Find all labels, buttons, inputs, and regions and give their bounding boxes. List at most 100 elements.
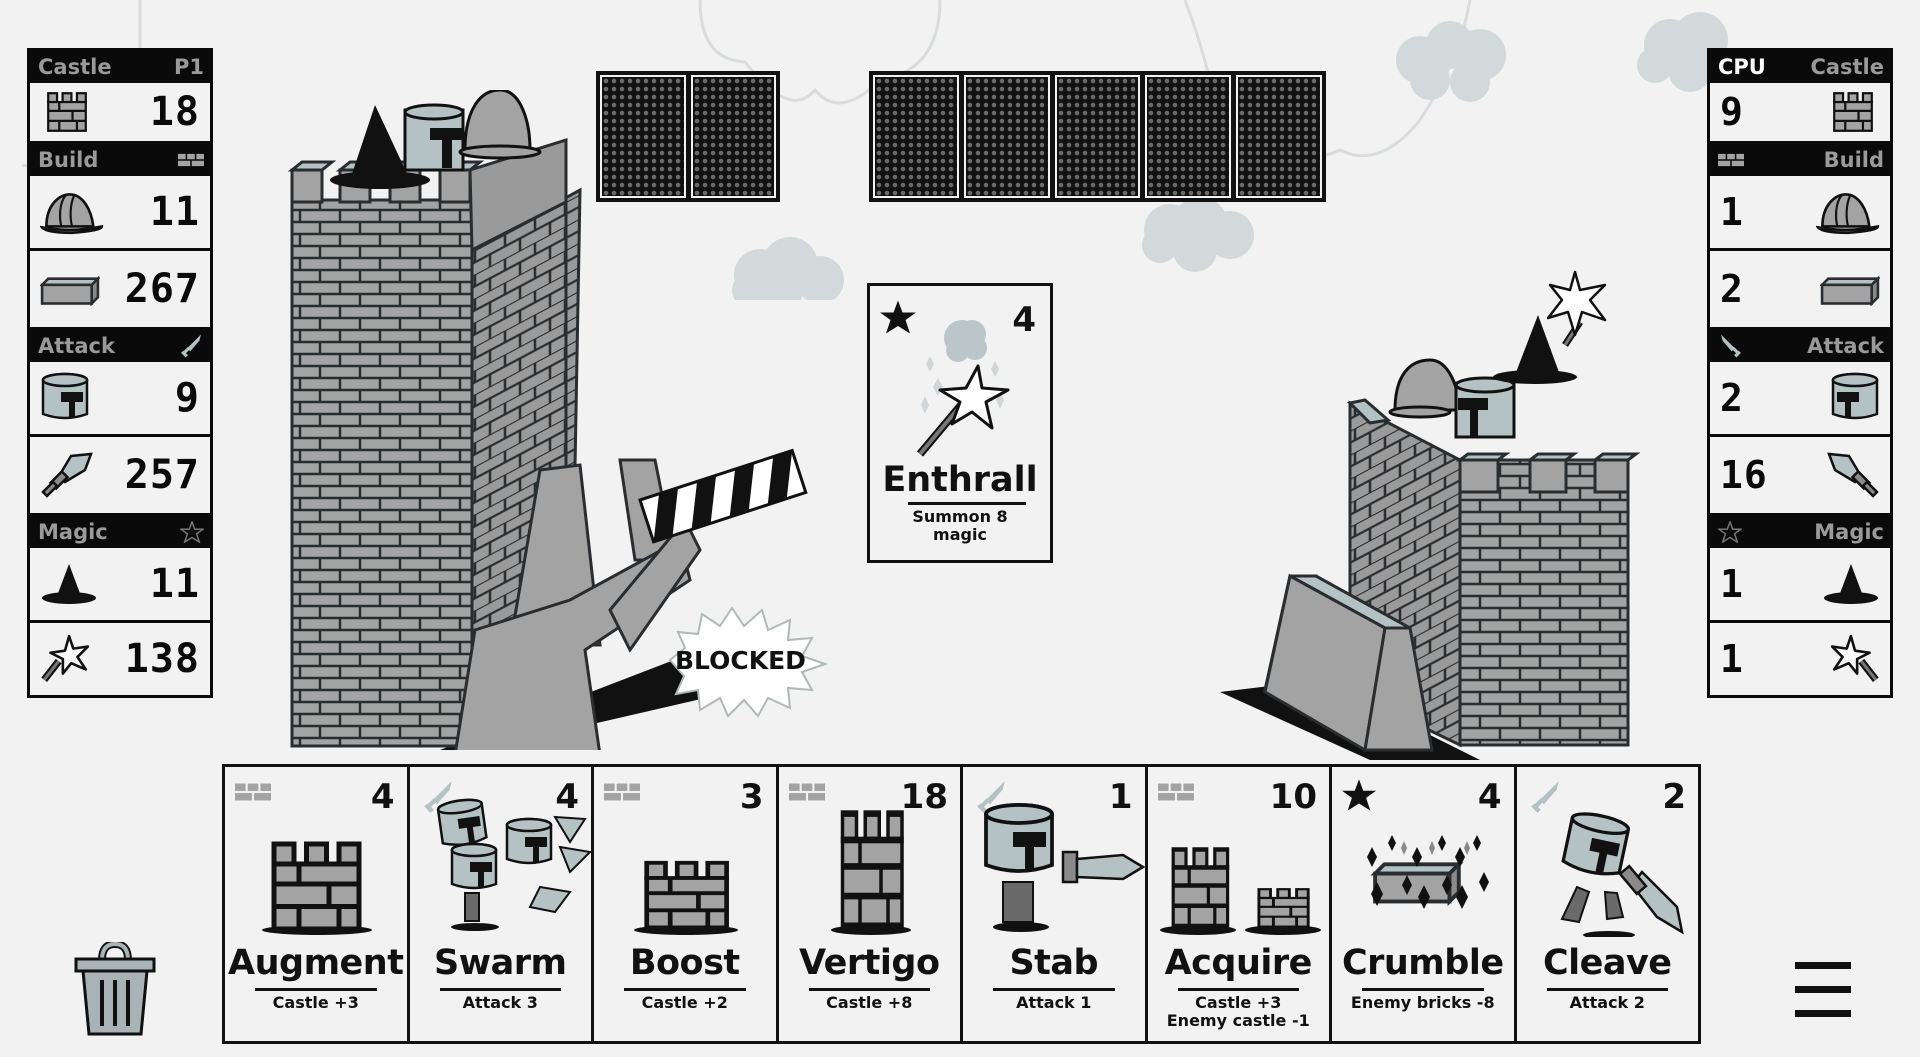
cpu-castle-row: 9 xyxy=(1710,83,1890,141)
bricks-icon xyxy=(1718,153,1744,167)
cloud-decoration xyxy=(21,0,1728,300)
cpu-castle-header: CPU Castle xyxy=(1710,51,1890,83)
card-divider xyxy=(624,988,746,991)
knight-stab-icon xyxy=(984,803,1146,932)
cpu-mages-row: 1 xyxy=(1710,548,1890,620)
cpu-castle-tower xyxy=(1220,270,1640,760)
card-cost: 18 xyxy=(900,777,948,817)
hardhat-icon xyxy=(1816,193,1880,235)
cpu-mages-value: 1 xyxy=(1720,562,1744,606)
card-cost: 2 xyxy=(1662,777,1686,817)
hand-card-acquire[interactable]: 10 Acquire Castle +3 Enemy castle -1 xyxy=(1147,767,1329,1041)
card-back xyxy=(598,73,688,200)
cpu-bricks-value: 2 xyxy=(1720,267,1744,311)
card-title: Stab xyxy=(1009,943,1099,983)
cpu-attack-header: Attack xyxy=(1710,330,1890,362)
castle-row: 18 xyxy=(30,83,210,141)
played-card: 4 Enthrall Summon 8 magic xyxy=(867,283,1053,563)
card-divider xyxy=(255,988,377,991)
star-outline-icon xyxy=(180,521,204,543)
cpu-magic-row: 1 xyxy=(1710,623,1890,695)
knight-helmet-icon xyxy=(1831,372,1879,420)
card-desc: Castle +3 xyxy=(272,993,359,1012)
menu-button[interactable] xyxy=(1793,960,1853,1020)
card-title: Swarm xyxy=(434,943,567,983)
card-divider xyxy=(908,502,1026,505)
hand-card-cleave[interactable]: 2 Cleave Attack 2 xyxy=(1516,767,1698,1041)
wizard-hat-icon xyxy=(1824,564,1878,604)
weapons-value: 257 xyxy=(124,452,200,498)
attack-header: Attack xyxy=(30,330,210,362)
card-cost: 10 xyxy=(1269,777,1317,817)
card-back xyxy=(688,73,778,200)
card-back xyxy=(961,73,1052,200)
cpu-castle-value: 9 xyxy=(1720,90,1744,134)
build-header: Build xyxy=(30,144,210,176)
builders-value: 11 xyxy=(149,189,200,235)
card-desc: Attack 1 xyxy=(1016,993,1092,1012)
hand-card-boost[interactable]: 3 Boost Castle +2 xyxy=(594,767,776,1041)
player-label: P1 xyxy=(173,55,204,79)
card-desc: Castle +8 xyxy=(826,993,913,1012)
wizard-hat-icon xyxy=(42,564,96,604)
cpu-soldiers-value: 2 xyxy=(1720,376,1744,420)
hand-card-crumble[interactable]: 4 Crumble Enemy bricks -8 xyxy=(1332,767,1514,1041)
brick-icon xyxy=(40,277,100,305)
card-cost: 1 xyxy=(1108,777,1133,817)
brick-icon xyxy=(1820,277,1880,305)
cpu-build-header: Build xyxy=(1710,144,1890,176)
card-desc-line2: magic xyxy=(933,525,987,544)
card-divider xyxy=(993,988,1115,991)
crumbling-brick-icon xyxy=(1367,835,1489,909)
weapon-sword-icon xyxy=(1827,452,1879,498)
hand-card-vertigo[interactable]: 18 Vertigo Castle +8 xyxy=(778,767,960,1041)
star-outline-icon xyxy=(1718,521,1742,543)
castle-icon xyxy=(262,797,372,935)
weapons-row: 257 xyxy=(30,437,210,513)
card-back xyxy=(871,73,961,200)
card-cost: 4 xyxy=(370,777,395,817)
tower-icon xyxy=(830,797,911,935)
card-cost: 3 xyxy=(739,777,764,817)
blocked-burst xyxy=(668,606,829,718)
cpu-attack-header-label: Attack xyxy=(1807,334,1884,358)
cpu-stats-panel: CPU Castle 9 Build 1 2 Attack 2 16 Magic… xyxy=(1707,48,1893,698)
card-back xyxy=(1234,73,1324,200)
cpu-builders-value: 1 xyxy=(1720,190,1744,234)
hand-card-stab[interactable]: 1 Stab Attack 1 xyxy=(963,767,1146,1041)
card-title: Crumble xyxy=(1341,943,1504,983)
bricks-value: 267 xyxy=(124,266,200,312)
hand-card-swarm[interactable]: 4 Swarm Attack 3 xyxy=(409,767,592,1041)
hamburger-menu-icon xyxy=(1795,962,1851,1017)
cpu-soldiers-row: 2 xyxy=(1710,362,1890,434)
cpu-magic-header-label: Magic xyxy=(1814,520,1884,544)
hand-card-augment[interactable]: 4 Augment Castle +3 xyxy=(225,767,407,1041)
card-desc: Enemy bricks -8 xyxy=(1350,993,1495,1012)
knight-cleave-icon xyxy=(1559,808,1684,937)
magic-header: Magic xyxy=(30,516,210,548)
card-title: Augment xyxy=(228,943,404,983)
build-header-label: Build xyxy=(38,148,99,172)
card-title: Boost xyxy=(629,943,740,983)
discard-button[interactable] xyxy=(74,939,156,1038)
weapon-sword-icon xyxy=(41,452,93,498)
card-divider xyxy=(1177,988,1299,991)
player-hand: 4 Augment Castle +3 4 Swarm Attack 3 3 xyxy=(222,764,1701,1044)
magic-wand-icon xyxy=(40,634,92,684)
card-desc: Castle +2 xyxy=(641,993,728,1012)
castle-small-icon xyxy=(634,797,738,935)
soldiers-row: 9 xyxy=(30,362,210,434)
cpu-build-header-label: Build xyxy=(1823,148,1884,172)
trash-icon xyxy=(74,939,156,1036)
card-title: Enthrall xyxy=(882,460,1038,500)
card-divider xyxy=(439,988,561,991)
two-castles-icon xyxy=(1159,797,1321,935)
magic-wand-icon xyxy=(916,320,1010,457)
cpu-magic-value: 1 xyxy=(1720,637,1744,681)
card-divider xyxy=(808,988,930,991)
player-castle-tower xyxy=(287,90,808,750)
blocked-status-text: BLOCKED xyxy=(675,646,806,675)
castle-icon xyxy=(1833,92,1873,132)
player-draw-deck xyxy=(596,71,780,202)
bricks-row: 267 xyxy=(30,251,210,327)
